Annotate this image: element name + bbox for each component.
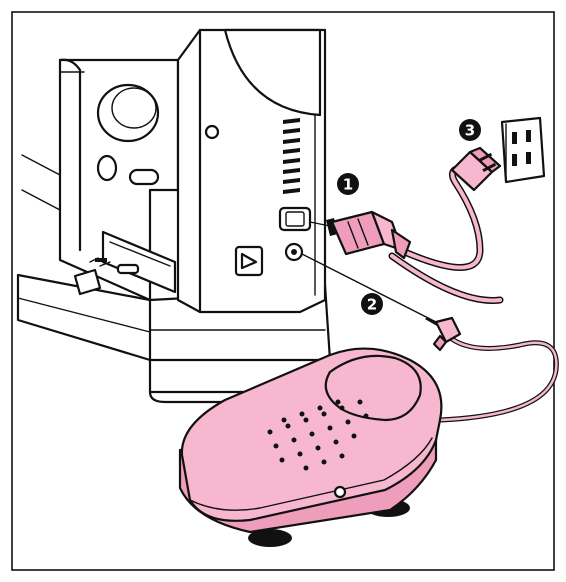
controller-plug-icon bbox=[426, 318, 460, 350]
power-switch-icon bbox=[236, 247, 262, 275]
controller-hole-icon bbox=[335, 487, 345, 497]
callout-3: 3 bbox=[459, 119, 481, 141]
machine-connector-icon bbox=[326, 212, 410, 258]
callout-2: 2 bbox=[361, 293, 383, 315]
screw-icon bbox=[206, 126, 218, 138]
callout-1: 1 bbox=[337, 173, 359, 195]
sewing-machine-icon bbox=[18, 30, 330, 402]
callout-2-number: 2 bbox=[367, 296, 377, 314]
button-icon bbox=[98, 156, 116, 180]
power-cord-icon bbox=[326, 148, 500, 300]
callout-3-number: 3 bbox=[465, 122, 475, 140]
wall-outlet-icon bbox=[502, 118, 544, 182]
callout-1-number: 1 bbox=[343, 176, 353, 194]
controller-jack-icon bbox=[286, 244, 302, 260]
button-icon bbox=[130, 170, 158, 184]
